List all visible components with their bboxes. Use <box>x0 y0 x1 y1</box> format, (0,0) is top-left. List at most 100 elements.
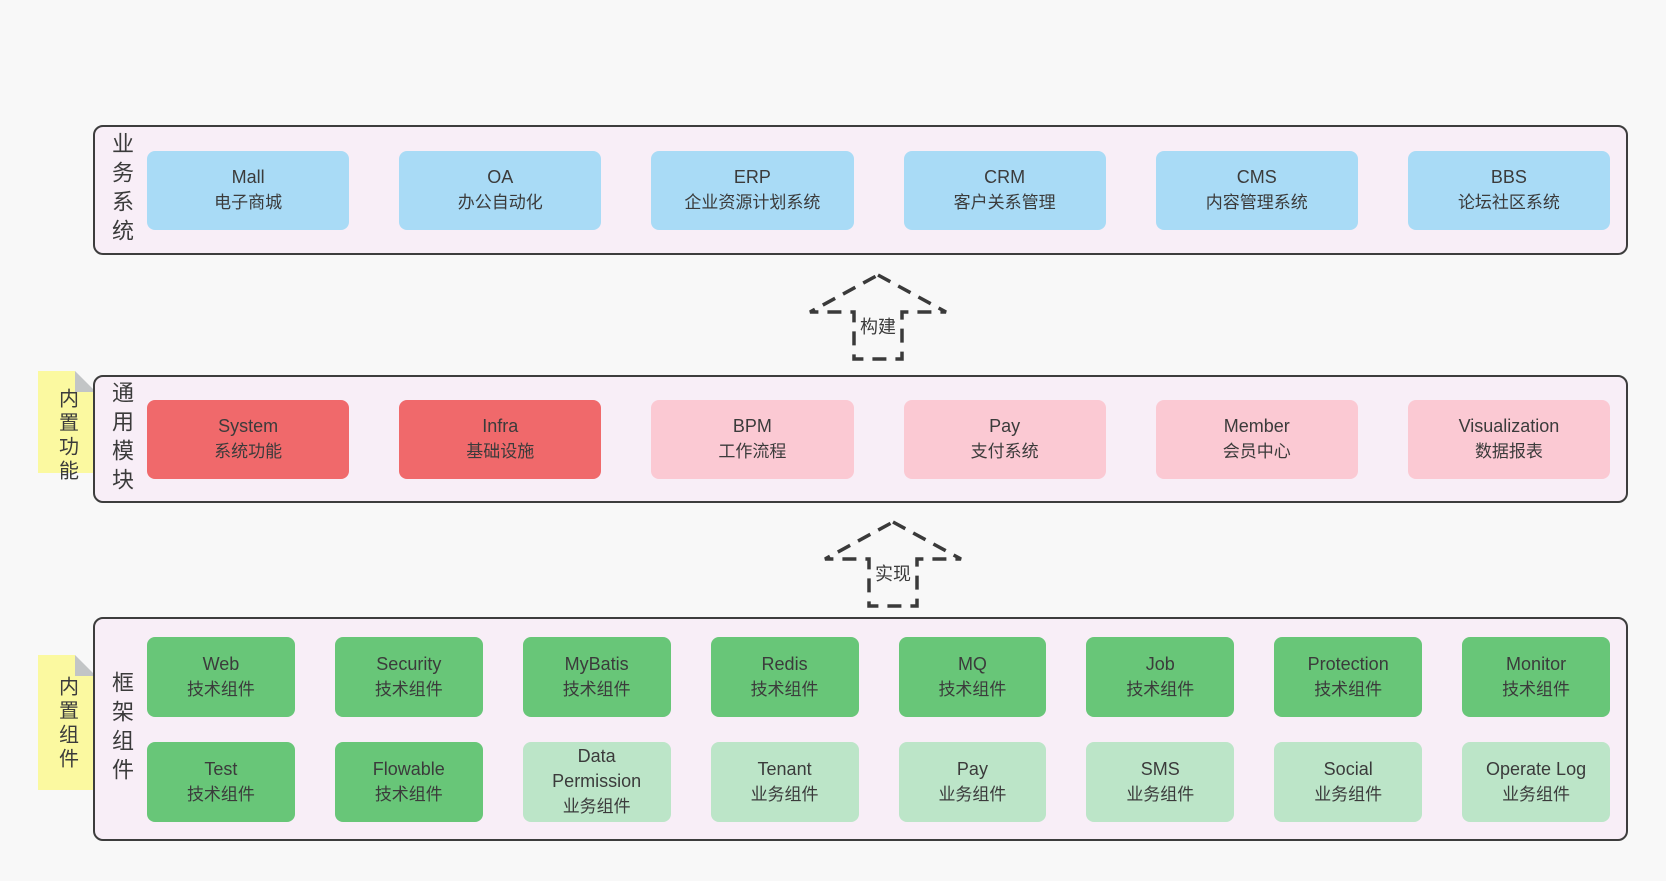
box-pay: Pay 业务组件 <box>898 741 1047 822</box>
sticky-note-builtin-features: 内置功能 <box>38 371 96 484</box>
box-subtitle: 客户关系管理 <box>953 193 1056 212</box>
box-subtitle: 业务组件 <box>562 797 631 816</box>
box-subtitle: 技术组件 <box>938 679 1007 699</box>
box-subtitle: 业务组件 <box>1502 784 1571 804</box>
box-title: Redis <box>761 653 808 674</box>
box-mall: Mall 电子商城 <box>147 150 350 230</box>
box-subtitle: 内容管理系统 <box>1205 193 1308 212</box>
box-subtitle: 办公自动化 <box>457 193 543 212</box>
box-subtitle: 技术组件 <box>374 679 443 699</box>
box-title: Protection <box>1307 653 1389 674</box>
box-title: CRM <box>984 167 1026 187</box>
box-job: Job 技术组件 <box>1086 636 1235 717</box>
box-title: BPM <box>732 416 772 436</box>
box-member: Member 会员中心 <box>1155 399 1358 479</box>
box-subtitle: 技术组件 <box>186 679 255 699</box>
box-title: OA <box>487 167 514 187</box>
box-bbs: BBS 论坛社区系统 <box>1407 150 1611 230</box>
panel-framework-components: 框架组件 Web 技术组件 Security 技术组件 MyBatis 技术组件 Redis… <box>93 617 1628 841</box>
box-flowable: Flowable 技术组件 <box>334 741 483 822</box>
box-title: ERP <box>733 167 771 187</box>
box-subtitle: 技术组件 <box>374 784 443 804</box>
box-data-permission: Data Permission 业务组件 <box>522 741 671 822</box>
box-title: Flowable <box>372 758 445 779</box>
box-title: MyBatis <box>564 653 629 674</box>
box-subtitle: 业务组件 <box>1126 784 1195 804</box>
box-title: Pay <box>989 416 1021 436</box>
box-crm: CRM 客户关系管理 <box>903 150 1106 230</box>
box-subtitle: 业务组件 <box>1314 784 1383 804</box>
sticky-note-builtin-components: 内置组件 <box>38 655 96 790</box>
box-title: CMS <box>1236 167 1277 187</box>
box-title: MQ <box>957 653 987 674</box>
box-subtitle: 技术组件 <box>1126 679 1195 699</box>
box-subtitle: 技术组件 <box>186 784 255 804</box>
box-subtitle: 技术组件 <box>750 679 819 699</box>
box-visualization: Visualization 数据报表 <box>1407 399 1611 479</box>
box-infra: Infra 基础设施 <box>399 399 602 479</box>
box-oa: OA 办公自动化 <box>399 150 602 230</box>
box-tenant: Tenant 业务组件 <box>710 741 859 822</box>
box-subtitle: 系统功能 <box>214 442 283 461</box>
box-subtitle: 会员中心 <box>1222 442 1291 461</box>
box-subtitle: 数据报表 <box>1474 442 1543 461</box>
box-web: Web 技术组件 <box>147 636 295 717</box>
box-title: Visualization <box>1458 416 1560 436</box>
box-subtitle: 技术组件 <box>562 679 631 699</box>
box-title: Data Permission <box>552 746 642 791</box>
box-title: Infra <box>482 416 519 436</box>
box-subtitle: 基础设施 <box>466 442 535 461</box>
panel-label-framework-components: 框架组件 <box>109 671 134 787</box>
up-arrow-icon <box>809 273 947 361</box>
box-security: Security 技术组件 <box>334 636 483 717</box>
box-subtitle: 电子商城 <box>214 193 283 212</box>
box-subtitle: 业务组件 <box>938 784 1007 804</box>
box-mq: MQ 技术组件 <box>898 636 1047 717</box>
box-subtitle: 论坛社区系统 <box>1457 193 1560 212</box>
box-protection: Protection 技术组件 <box>1274 636 1423 717</box>
box-title: Social <box>1323 758 1373 779</box>
box-title: Monitor <box>1506 653 1567 674</box>
box-mybatis: MyBatis 技术组件 <box>522 636 671 717</box>
box-sms: SMS 业务组件 <box>1086 741 1235 822</box>
box-cms: CMS 内容管理系统 <box>1155 150 1358 230</box>
box-title: System <box>218 416 279 436</box>
arrow-label-build: 构建 <box>857 313 899 339</box>
panel-label-common-modules: 通用模块 <box>109 381 134 497</box>
box-title: Pay <box>956 758 988 779</box>
box-social: Social 业务组件 <box>1274 741 1423 822</box>
box-title: Mall <box>231 167 265 187</box>
box-pay: Pay 支付系统 <box>903 399 1106 479</box>
sticky-note-label: 内置组件 <box>55 676 78 772</box>
dashed-up-arrow-build: 构建 <box>808 271 948 363</box>
box-subtitle: 技术组件 <box>1314 679 1383 699</box>
box-test: Test 技术组件 <box>147 741 295 822</box>
box-title: Tenant <box>757 758 812 779</box>
panel-label-column: 业务系统 <box>95 127 147 253</box>
panel-label-column: 框架组件 <box>95 619 147 839</box>
box-title: SMS <box>1140 758 1180 779</box>
box-subtitle: 支付系统 <box>970 442 1039 461</box>
box-title: Job <box>1145 653 1175 674</box>
box-title: Member <box>1223 416 1290 436</box>
up-arrow-icon <box>824 520 962 608</box>
box-title: Test <box>204 758 238 779</box>
arrow-label-implement: 实现 <box>872 560 914 586</box>
box-title: Security <box>376 653 442 674</box>
box-title: BBS <box>1490 167 1527 187</box>
sticky-note-label: 内置功能 <box>55 388 78 484</box>
box-title: Web <box>202 653 240 674</box>
box-subtitle: 业务组件 <box>750 784 819 804</box>
